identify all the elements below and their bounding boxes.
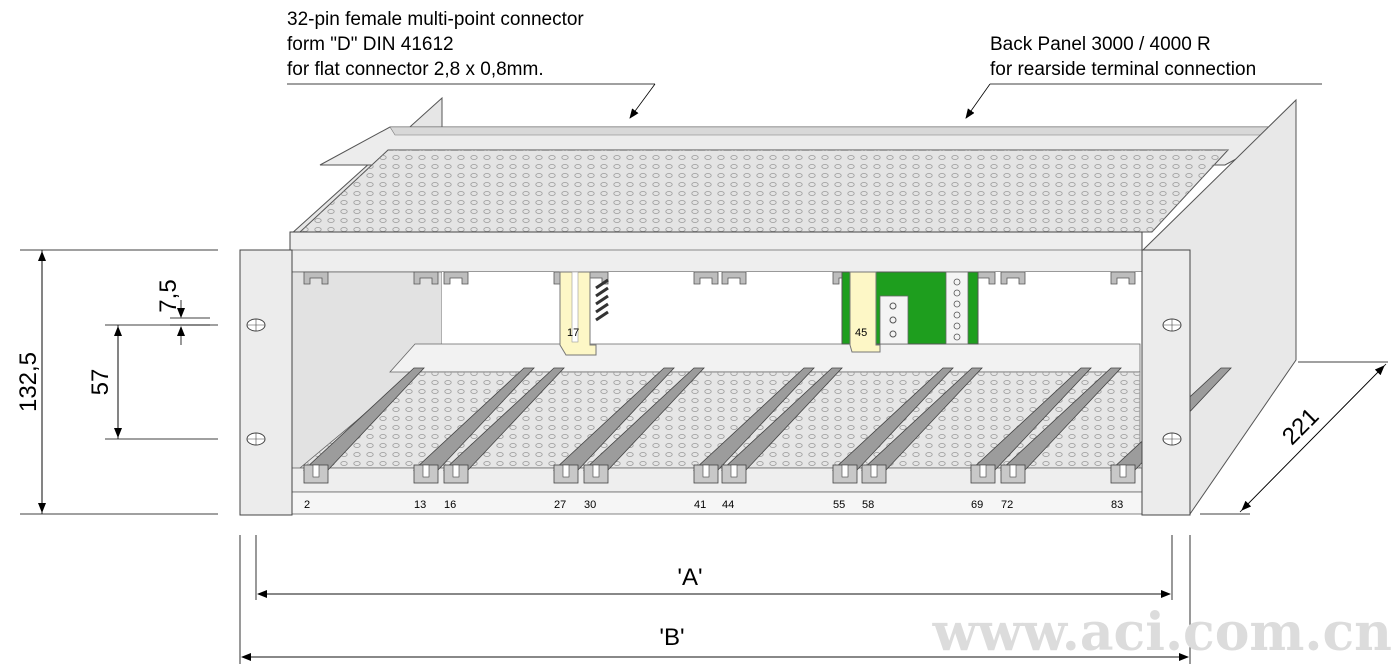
slot-numbers: 2 13 16 27 30 41 44 55 58 69 72 83	[304, 499, 1123, 511]
upper-guide	[1000, 271, 1026, 285]
slot-number-30: 30	[584, 499, 596, 511]
card-17-label: 17	[567, 327, 579, 339]
back-panel	[442, 272, 1142, 344]
card-guide-slot	[312, 464, 320, 478]
card-guide-slot	[592, 464, 600, 478]
slot-number-41: 41	[694, 499, 706, 511]
card-guide-slot	[1119, 464, 1127, 478]
backpanel-annotation: Back Panel 3000 / 4000 R for rearside te…	[965, 34, 1322, 119]
connector-line-3: for flat connector 2,8 x 0,8mm.	[287, 59, 544, 80]
slot-number-72: 72	[1001, 499, 1013, 511]
width-b-label: 'B'	[659, 624, 684, 651]
backpanel-line-1: Back Panel 3000 / 4000 R	[990, 34, 1211, 55]
card-guide-slot	[562, 464, 570, 478]
top-cover	[289, 96, 1296, 252]
connector-annotation: 32-pin female multi-point connector form…	[287, 9, 656, 119]
card-guide-slot	[979, 464, 987, 478]
card-guide-slot	[870, 464, 878, 478]
width-a-label: 'A'	[677, 564, 702, 591]
plug-in-card-45: 45	[849, 271, 881, 353]
upper-guide	[1110, 271, 1136, 285]
card-guide-slot	[702, 464, 710, 478]
connector-line-2: form "D" DIN 41612	[287, 34, 454, 55]
dimension-hole-offset	[170, 300, 210, 345]
dimension-hole-spacing	[105, 324, 218, 440]
left-front-ear	[239, 249, 293, 516]
slot-number-27: 27	[554, 499, 566, 511]
hole-offset-label: 7,5	[155, 279, 182, 312]
upper-guide	[693, 271, 719, 285]
connector-line-1: 32-pin female multi-point connector	[287, 9, 584, 30]
card-guide-slot	[730, 464, 738, 478]
slot-number-69: 69	[971, 499, 983, 511]
slot-number-58: 58	[862, 499, 874, 511]
dimension-width-b	[239, 535, 1191, 664]
top-rail	[289, 231, 1143, 273]
upper-guide	[443, 271, 469, 285]
slot-number-44: 44	[722, 499, 734, 511]
plug-in-card-17: 17	[559, 271, 609, 356]
slot-number-2: 2	[304, 499, 310, 511]
height-label: 132,5	[15, 352, 42, 412]
watermark: www.aci.com.cn	[932, 602, 1392, 663]
dimension-height	[20, 249, 218, 515]
slot-number-16: 16	[444, 499, 456, 511]
dimension-width-a	[255, 535, 1173, 600]
card-guide-slot	[452, 464, 460, 478]
slot-number-83: 83	[1111, 499, 1123, 511]
hole-spacing-label: 57	[87, 369, 114, 396]
slot-number-13: 13	[414, 499, 426, 511]
card-45-label: 45	[855, 327, 867, 339]
upper-guide	[303, 271, 329, 285]
right-front-ear	[1141, 249, 1191, 516]
slot-number-55: 55	[833, 499, 845, 511]
mid-shelf	[389, 343, 1141, 373]
depth-label: 221	[1277, 403, 1324, 450]
backpanel-line-2: for rearside terminal connection	[990, 59, 1256, 80]
upper-guide	[721, 271, 747, 285]
card-guide-slot	[422, 464, 430, 478]
card-guide-slot	[1009, 464, 1017, 478]
dimension-depth	[1200, 361, 1388, 515]
lower-card-guides	[302, 367, 1232, 484]
card-guide-slot	[841, 464, 849, 478]
upper-guide	[413, 271, 439, 285]
